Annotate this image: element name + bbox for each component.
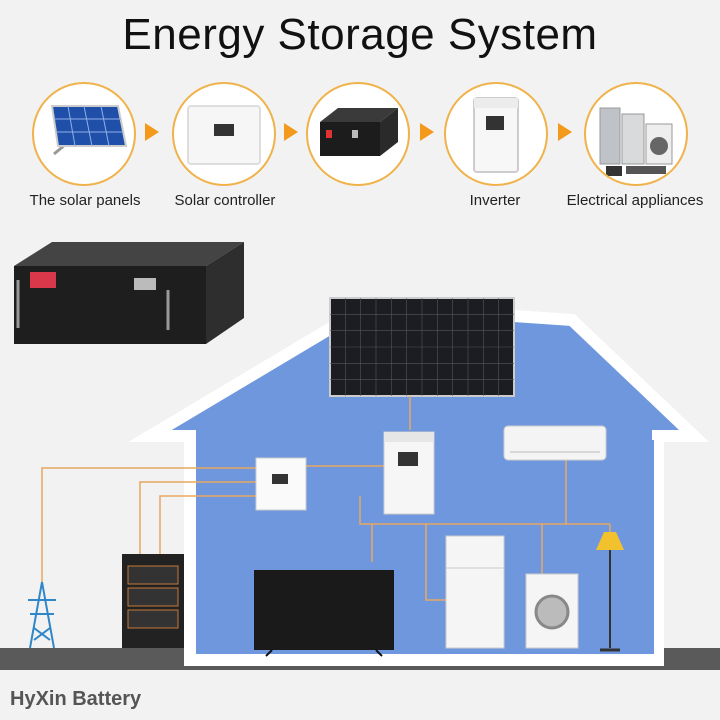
step-label-solar-panels: The solar panels bbox=[29, 192, 141, 209]
arrow-right-icon bbox=[145, 123, 159, 141]
washing-machine-icon bbox=[525, 573, 579, 649]
air-conditioner-icon bbox=[503, 425, 607, 461]
inverter-icon bbox=[473, 97, 519, 173]
brand-watermark: HyXin Battery bbox=[10, 688, 142, 710]
battery-rack-icon bbox=[122, 554, 184, 648]
step-label-solar-controller: Solar controller bbox=[174, 192, 276, 209]
step-battery bbox=[306, 82, 410, 186]
house-inverter-icon bbox=[383, 431, 435, 515]
solar-panel-icon bbox=[50, 105, 128, 156]
page-title: Energy Storage System bbox=[122, 10, 598, 59]
roof-solar-panel-icon bbox=[329, 297, 515, 397]
step-appliances bbox=[584, 82, 688, 186]
floor-lamp-icon bbox=[596, 532, 624, 652]
solar-controller-icon bbox=[187, 105, 261, 165]
step-solar-panel bbox=[32, 82, 136, 186]
step-solar-controller bbox=[172, 82, 276, 186]
step-label-inverter: Inverter bbox=[469, 192, 521, 209]
refrigerator-icon bbox=[445, 535, 505, 649]
arrow-right-icon bbox=[284, 123, 298, 141]
tv-icon bbox=[254, 570, 394, 657]
step-inverter bbox=[444, 82, 548, 186]
power-tower-icon bbox=[28, 581, 56, 649]
battery-module-icon bbox=[320, 108, 398, 156]
arrow-right-icon bbox=[558, 123, 572, 141]
step-label-electrical-appliances: Electrical appliances bbox=[566, 192, 704, 209]
appliances-icon bbox=[599, 107, 673, 176]
house-solar-controller-icon bbox=[255, 457, 307, 511]
system-diagram bbox=[0, 242, 720, 670]
arrow-right-icon bbox=[420, 123, 434, 141]
wires bbox=[41, 396, 611, 601]
battery-rack-module-icon bbox=[14, 242, 244, 344]
